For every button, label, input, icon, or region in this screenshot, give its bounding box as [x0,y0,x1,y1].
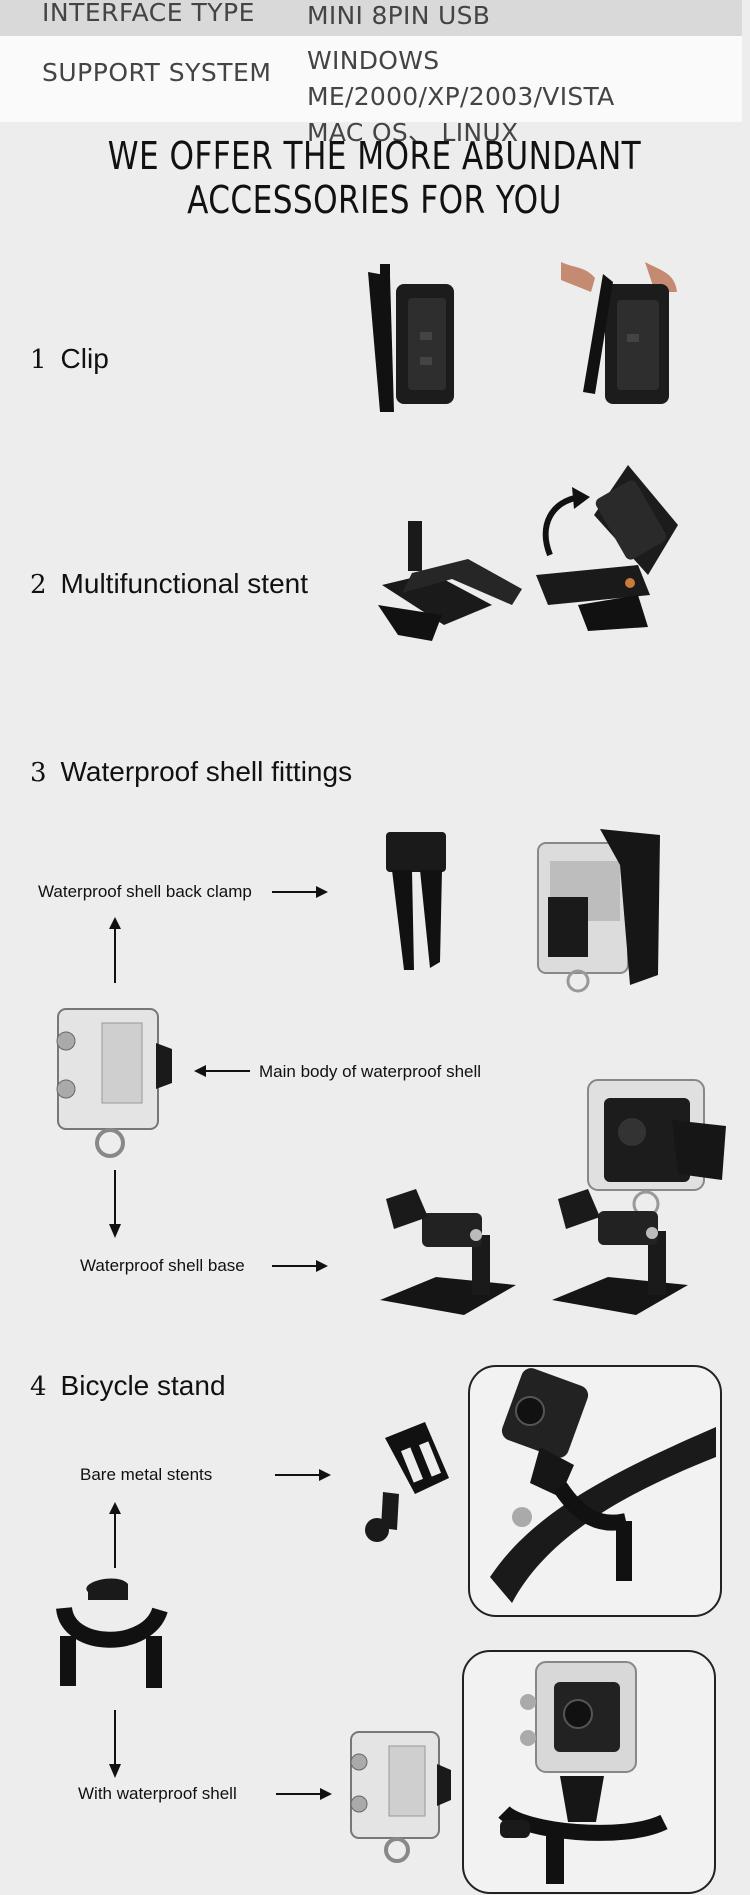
waterproof-shell-body-image [56,1008,172,1158]
shell-with-clamp-image [537,829,660,993]
arrow-right-icon [275,1469,331,1481]
section-number: 1 [30,345,47,375]
section-number: 2 [30,570,47,600]
back-clamp-image [386,832,446,970]
arrow-down-icon [109,1710,121,1778]
arrow-down-icon [109,1170,121,1238]
stent-with-camera-image [536,465,678,631]
clip-in-hand-image [561,262,677,404]
arrow-left-icon [194,1065,250,1077]
spec-key: INTERFACE TYPE [42,0,255,27]
section-label: Bicycle stand [60,1370,226,1401]
section-number: 3 [30,758,47,788]
label-main-body: Main body of waterproof shell [259,1062,482,1081]
spec-value: MINI 8PIN USB [307,1,491,30]
base-with-camera-image [552,1189,688,1315]
spec-row-interface: INTERFACE TYPE MINI 8PIN USB [0,0,742,36]
accessories-banner: WE OFFER THE MORE ABUNDANT ACCESSORIES F… [107,134,642,222]
section-label: Clip [60,343,109,374]
section-title-waterproof: 3 Waterproof shell fittings [30,756,352,788]
arrow-right-icon [272,1260,328,1272]
section-number: 4 [30,1372,47,1402]
stent-image [378,521,522,641]
bare-metal-stent-image [365,1422,449,1542]
arrow-right-icon [276,1788,332,1800]
handlebar-clamp-image [56,1578,168,1688]
section-title-clip: 1 Clip [30,343,109,375]
label-back-clamp: Waterproof shell back clamp [38,882,252,901]
spec-value: WINDOWS ME/2000/XP/2003/VISTA MAC OS、 LI… [307,43,742,151]
arrow-up-icon [109,917,121,983]
label-with-shell: With waterproof shell [78,1784,237,1803]
section-title-stent: 2 Multifunctional stent [30,568,308,600]
arrow-up-icon [109,1502,121,1568]
arrow-right-icon [272,886,328,898]
spec-row-support-system: SUPPORT SYSTEM WINDOWS ME/2000/XP/2003/V… [0,36,742,147]
bicycle-mount-photo [490,1368,716,1603]
section-label: Multifunctional stent [60,568,309,599]
spec-value-line: WINDOWS ME/2000/XP/2003/VISTA [307,46,615,111]
shell-base-image [380,1189,516,1315]
section-title-bicycle: 4 Bicycle stand [30,1370,226,1402]
spec-value-line: MAC OS、 LINUX [307,118,519,147]
waterproof-shell-image [350,1731,451,1863]
clip-camera-image [368,264,454,412]
section-label: Waterproof shell fittings [60,756,353,787]
camera-in-shell-image [587,1079,726,1218]
spec-key: SUPPORT SYSTEM [42,58,272,87]
label-shell-base: Waterproof shell base [80,1256,245,1275]
label-bare-metal: Bare metal stents [80,1465,213,1484]
bicycle-shell-photo [498,1661,668,1884]
